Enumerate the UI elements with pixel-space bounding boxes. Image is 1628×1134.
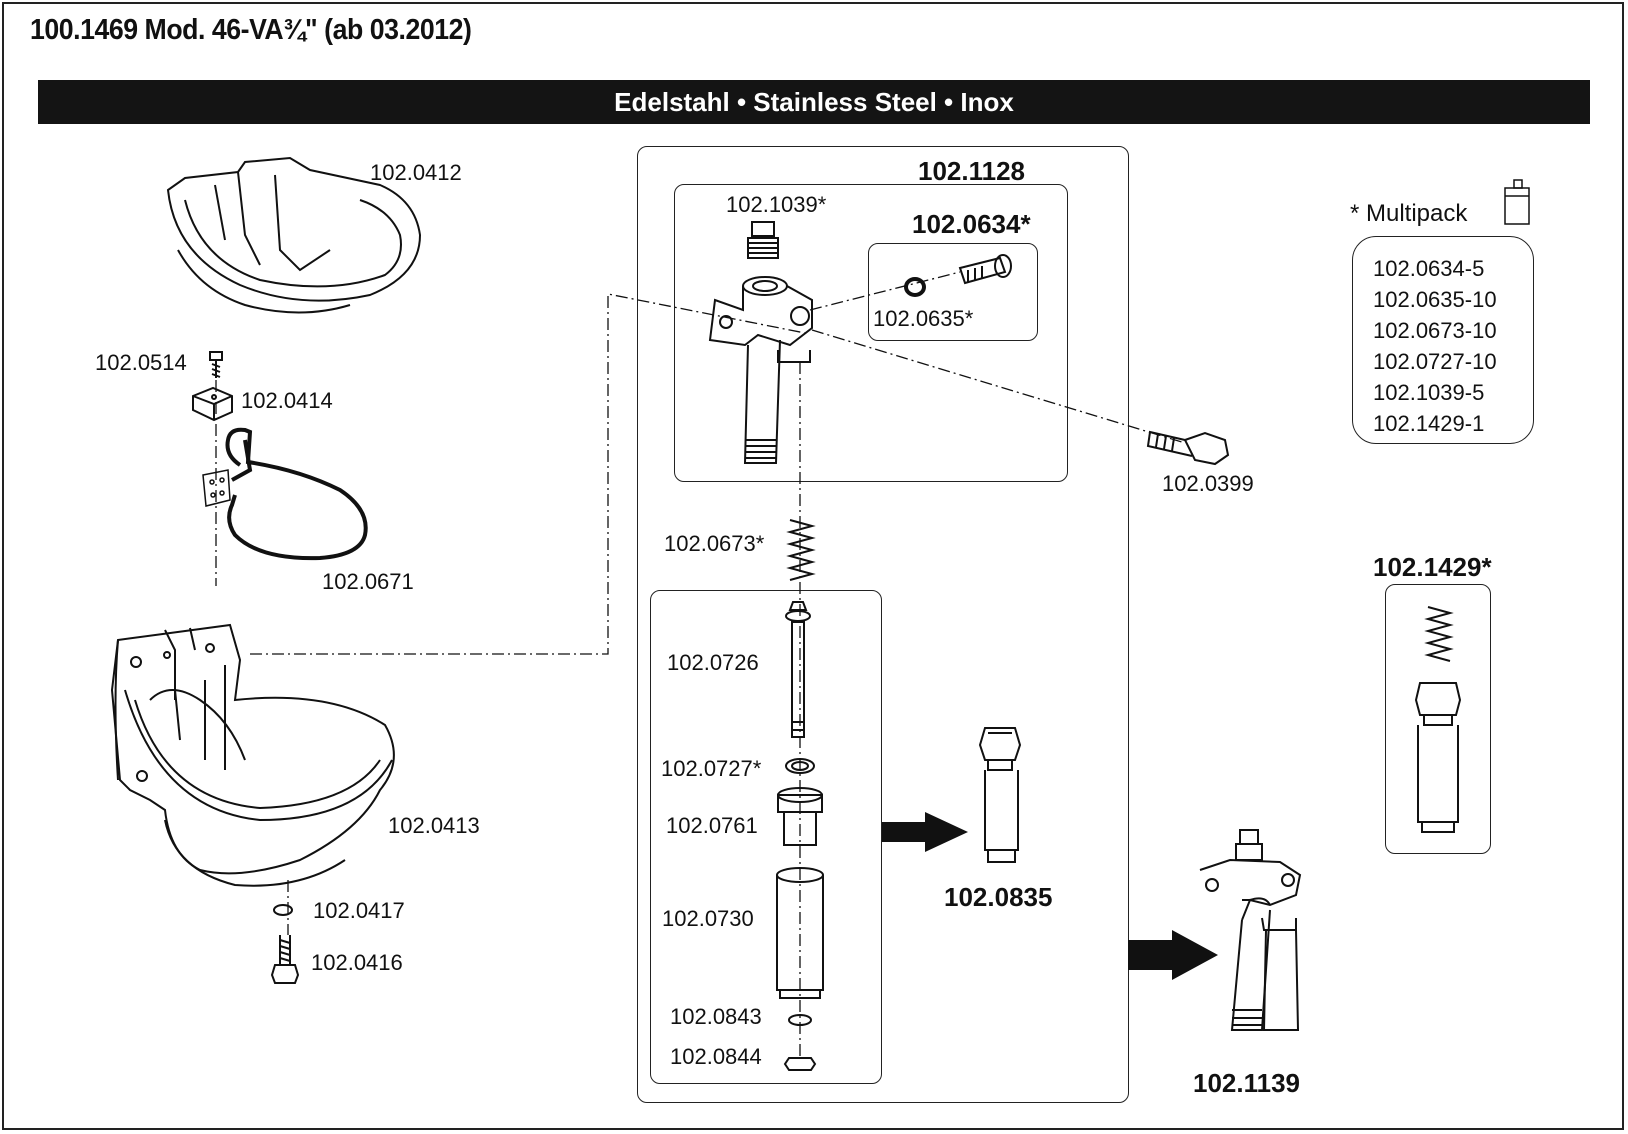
multipack-title: * Multipack	[1350, 200, 1468, 227]
box-icon	[1504, 179, 1530, 225]
multipack-item: 102.0673-10	[1373, 318, 1497, 343]
o-ring-icon	[904, 277, 926, 297]
pin-icon	[785, 601, 811, 738]
multipack-item: 102.0634-5	[1373, 256, 1485, 281]
label-102-1039: 102.1039*	[726, 192, 827, 217]
label-102-0671: 102.0671	[322, 569, 414, 594]
valve-complete-icon	[1199, 829, 1302, 1031]
center-lines	[215, 271, 1186, 1060]
spring-kit-icon	[1414, 606, 1462, 833]
multipack-item: 102.0727-10	[1373, 349, 1497, 374]
label-102-0416: 102.0416	[311, 950, 403, 975]
label-102-0843: 102.0843	[670, 1004, 762, 1029]
label-102-1139: 102.1139	[1193, 1068, 1301, 1098]
label-102-0414: 102.0414	[241, 388, 333, 413]
label-102-0761: 102.0761	[666, 813, 758, 838]
material-banner: Edelstahl • Stainless Steel • Inox	[38, 80, 1590, 124]
screw-small-icon	[209, 351, 223, 378]
arrow-right-icon	[1128, 930, 1218, 980]
bowl-top-icon	[166, 156, 422, 314]
label-102-0635: 102.0635*	[873, 306, 974, 331]
label-102-0726: 102.0726	[667, 650, 759, 675]
nut-small-icon	[783, 1057, 817, 1071]
insert-assembly-icon	[978, 727, 1022, 863]
multipack-item: 102.1429-1	[1373, 411, 1485, 436]
label-102-0727: 102.0727*	[661, 756, 762, 781]
label-102-0634: 102.0634*	[912, 209, 1031, 239]
label-102-0413: 102.0413	[388, 813, 480, 838]
valve-body-box	[674, 184, 1068, 482]
arrow-right-icon	[882, 812, 968, 852]
label-102-0844: 102.0844	[670, 1044, 762, 1069]
bowl-main-icon	[110, 623, 395, 887]
bolt-icon	[270, 935, 300, 984]
assembly-box-main	[637, 146, 1129, 1103]
valve-body-icon	[708, 221, 813, 464]
clip-icon	[192, 386, 233, 422]
label-102-0835: 102.0835	[944, 882, 1053, 912]
spring-kit-box	[1385, 584, 1491, 854]
label-102-0399: 102.0399	[1162, 471, 1254, 496]
page-title: 100.1469 Mod. 46-VA¾" (ab 03.2012)	[30, 14, 472, 46]
label-102-0730: 102.0730	[662, 906, 754, 931]
multipack-list: 102.0634-5 102.0635-10 102.0673-10 102.0…	[1352, 236, 1534, 444]
label-102-1429: 102.1429*	[1373, 552, 1492, 582]
insert-box	[650, 590, 882, 1084]
washer-icon	[273, 904, 293, 916]
ring-bracket-icon	[225, 427, 368, 561]
label-102-0673: 102.0673*	[664, 531, 765, 556]
label-102-1128: 102.1128	[918, 156, 1026, 186]
hex-bolt-icon	[1146, 430, 1230, 466]
screw-set-box	[868, 243, 1038, 341]
label-102-0417: 102.0417	[313, 898, 405, 923]
multipack-item: 102.0635-10	[1373, 287, 1497, 312]
label-102-0412: 102.0412	[370, 160, 462, 185]
arrows	[882, 812, 1218, 980]
multipack-item: 102.1039-5	[1373, 380, 1485, 405]
label-102-0514: 102.0514	[95, 350, 187, 375]
adjust-screw-icon	[958, 254, 1012, 285]
spring-icon	[786, 519, 816, 581]
